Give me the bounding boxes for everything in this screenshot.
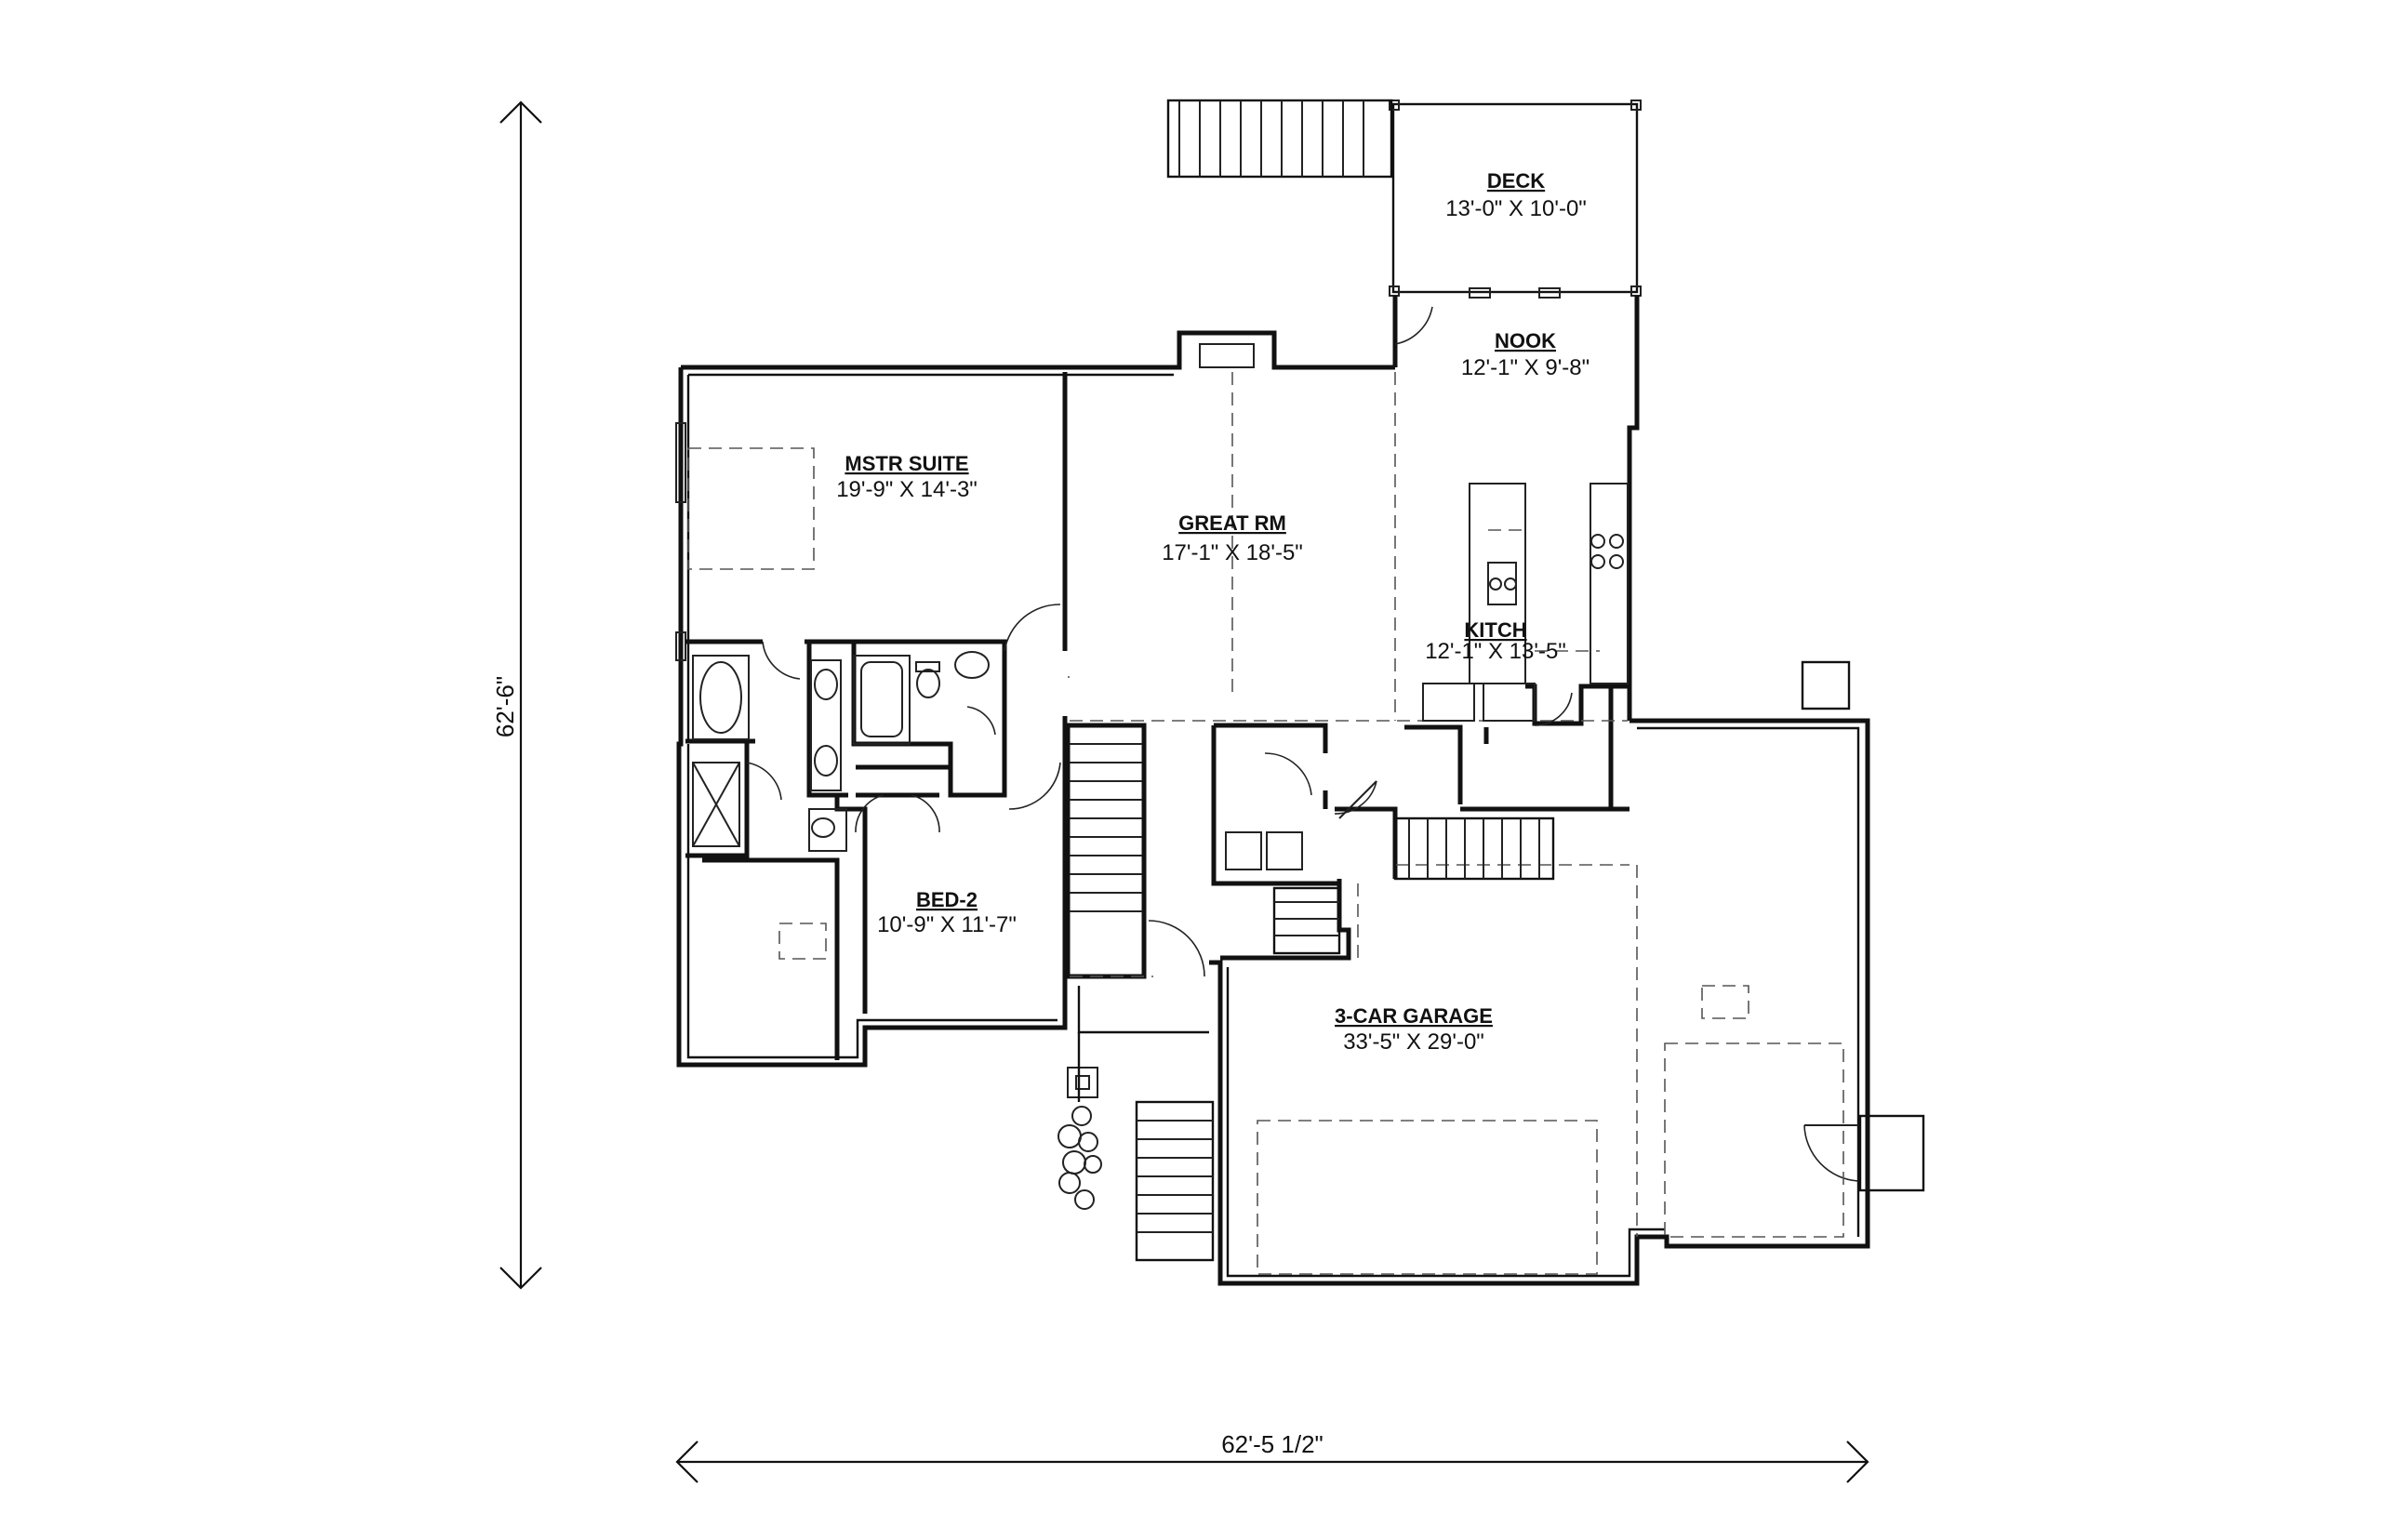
- fixtures: [692, 483, 1629, 1210]
- interior-stairs: [1070, 743, 1142, 912]
- deck-stairs: [1166, 99, 1393, 179]
- garage-stairs: [1272, 816, 1555, 955]
- great-room-size: 17'-1" X 18'-5": [1162, 540, 1303, 565]
- vertical-dimension: 62'-6": [491, 100, 542, 1290]
- kitchen-size: 12'-1" X 13'-5": [1425, 639, 1566, 664]
- room-labels: DECK 13'-0" X 10'-0" NOOK 12'-1" X 9'-8"…: [836, 169, 1590, 1055]
- kitchen-name: KITCH: [1464, 618, 1526, 642]
- mstr-suite-size: 19'-9" X 14'-3": [836, 477, 978, 502]
- garage-size: 33'-5" X 29'-0": [1343, 1029, 1484, 1055]
- deck-size: 13'-0" X 10'-0": [1445, 196, 1587, 221]
- bed-2-name: BED-2: [916, 888, 978, 911]
- front-stairs: [1077, 986, 1215, 1262]
- deck: [1389, 100, 1642, 299]
- overall-width-label: 62'-5 1/2": [1221, 1430, 1324, 1458]
- nook-name: NOOK: [1495, 329, 1556, 352]
- horizontal-dimension: 62'-5 1/2": [675, 1430, 1869, 1483]
- interior-walls: [685, 372, 1629, 1060]
- bed-2-size: 10'-9" X 11'-7": [877, 912, 1017, 937]
- mstr-suite-name: MSTR SUITE: [845, 452, 968, 475]
- great-room-name: GREAT RM: [1178, 511, 1286, 535]
- nook-size: 12'-1" X 9'-8": [1461, 355, 1590, 380]
- doors: [746, 306, 1573, 977]
- exterior-walls: [675, 296, 1925, 1286]
- deck-name: DECK: [1487, 169, 1545, 192]
- garage-name: 3-CAR GARAGE: [1335, 1004, 1493, 1028]
- dashed-lines: [687, 372, 1844, 1275]
- overall-depth-label: 62'-6": [491, 676, 519, 737]
